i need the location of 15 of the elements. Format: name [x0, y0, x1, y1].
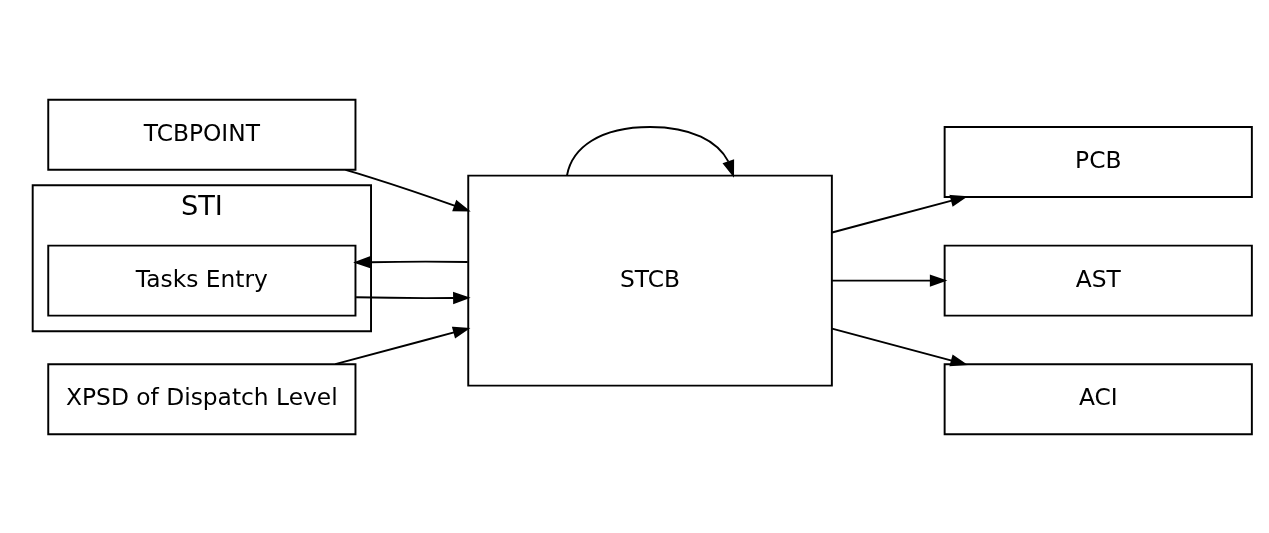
node-box: XPSD of Dispatch Level	[47, 362, 357, 435]
arrow	[831, 274, 948, 287]
arrow	[334, 326, 471, 365]
node-box: STCB	[467, 174, 833, 387]
node-box: ACI	[943, 362, 1253, 435]
arrow	[831, 327, 968, 366]
arrow	[355, 291, 471, 304]
node-box: AST	[943, 244, 1253, 317]
arrow	[344, 168, 471, 211]
node-box: PCB	[943, 125, 1253, 198]
arrow	[831, 194, 968, 233]
arrow	[566, 125, 735, 178]
node-box: TCBPOINT	[47, 98, 357, 171]
arrow	[353, 255, 469, 268]
node-box: Tasks Entry	[47, 244, 357, 317]
